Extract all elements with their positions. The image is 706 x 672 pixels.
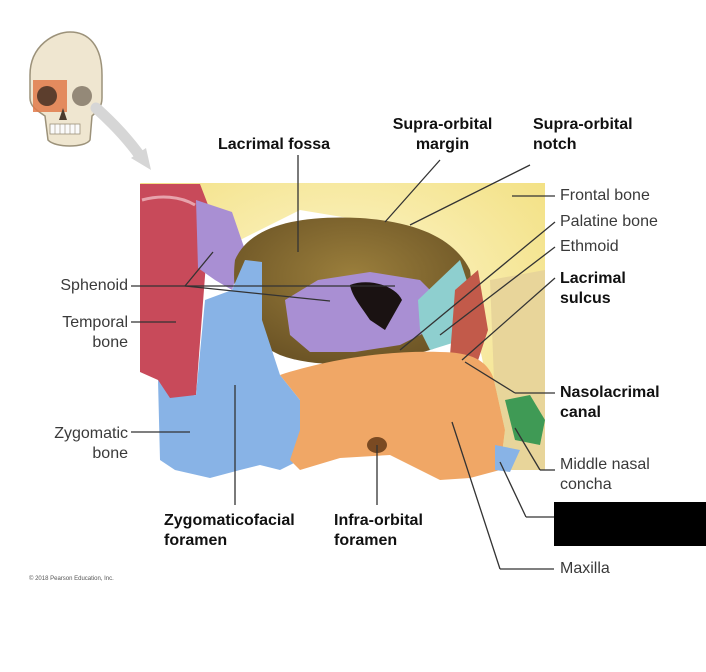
redaction-box — [554, 502, 706, 546]
label-palatine-bone: Palatine bone — [560, 213, 658, 230]
sphenoid-lateral-region — [196, 200, 245, 290]
label-frontal-bone: Frontal bone — [560, 187, 650, 204]
sphenoid-orbital-region — [285, 272, 440, 352]
copyright-notice: © 2018 Pearson Education, Inc. — [29, 576, 114, 582]
label-sphenoid: Sphenoid — [60, 277, 128, 294]
label-maxilla: Maxilla — [560, 560, 610, 577]
maxilla-region — [280, 351, 505, 480]
zygomatic-bone-region — [158, 260, 300, 478]
pointer-arrow-icon — [90, 102, 146, 162]
leader-lines — [131, 155, 556, 570]
label-lacrimal-fossa: Lacrimal fossa — [218, 136, 331, 153]
skull-thumbnail-icon — [29, 31, 103, 147]
label-ethmoid: Ethmoid — [560, 238, 619, 255]
middle-nasal-concha-region — [505, 395, 545, 445]
temporal-bone-region — [140, 184, 210, 400]
